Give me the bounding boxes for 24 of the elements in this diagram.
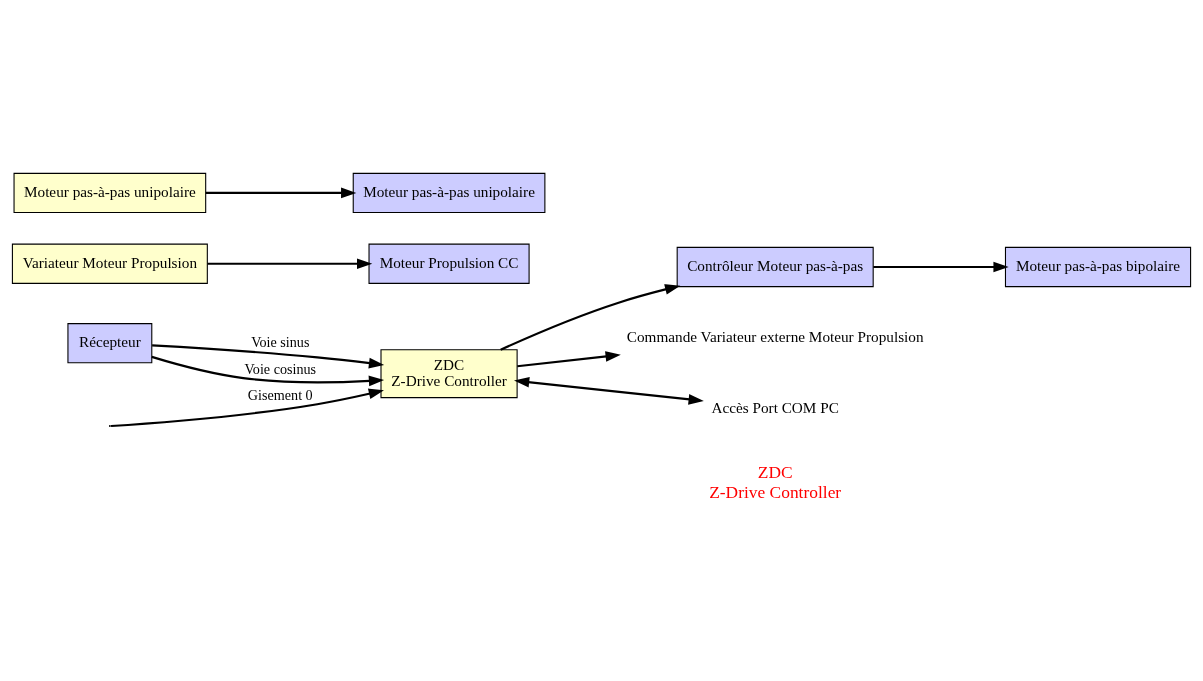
node-box: Moteur pas-à-pas bipolaire — [1004, 246, 1192, 288]
node-box: Moteur pas-à-pas unipolaire — [352, 172, 546, 214]
arrow — [152, 344, 385, 369]
arrow — [110, 388, 384, 428]
node-box: Contrôleur Moteur pas-à-pas — [676, 246, 874, 288]
node-box: ZDC Z-Drive Controller — [380, 349, 518, 399]
arrow — [513, 376, 704, 405]
node-box: Variateur Moteur Propulsion — [11, 243, 208, 284]
arrow — [500, 284, 681, 351]
arrow — [517, 351, 621, 368]
label: ZDC — [757, 462, 793, 483]
node-box: Moteur pas-à-pas unipolaire — [13, 172, 207, 214]
edge-label: Gisement 0 — [247, 387, 313, 404]
label: Z-Drive Controller — [709, 481, 842, 502]
arrow — [205, 187, 357, 199]
node-text: Commande Variateur externe Moteur Propulsion — [626, 327, 924, 345]
node-text: Accès Port COM PC — [711, 398, 839, 416]
arrow — [151, 355, 385, 387]
node-box: Moteur Propulsion CC — [368, 243, 530, 284]
arrow — [207, 258, 373, 270]
node-box: Récepteur — [67, 323, 153, 364]
arrow — [873, 261, 1009, 273]
edge-label: Voie sinus — [251, 333, 310, 350]
edge-label: Voie cosinus — [244, 361, 317, 378]
